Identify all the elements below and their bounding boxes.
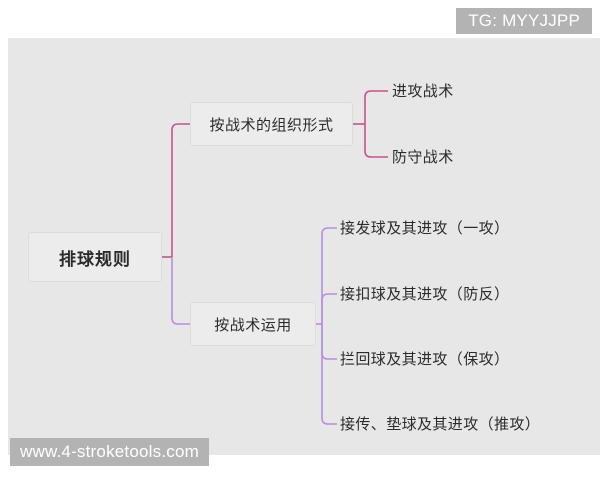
mindmap-branch-node-1[interactable]: 按战术的组织形式 [190,102,353,146]
mindmap-branch-2-label: 按战术运用 [214,316,292,334]
mindmap-leaf-node[interactable]: 防守战术 [392,145,454,167]
mindmap-leaf-label: 接扣球及其进攻（防反） [340,285,510,303]
mindmap-leaf-label: 防守战术 [392,148,454,166]
mindmap-root-label: 排球规则 [59,249,131,269]
mindmap-leaf-node[interactable]: 接扣球及其进攻（防反） [340,282,509,304]
watermark-bottom-left: www.4-stroketools.com [10,438,209,466]
mindmap-leaf-label: 进攻战术 [392,82,454,100]
mindmap-leaf-label: 接发球及其进攻（一攻） [340,219,510,237]
mindmap-root-node[interactable]: 排球规则 [28,232,162,282]
mindmap-branch-node-2[interactable]: 按战术运用 [190,302,316,346]
mindmap-leaf-node[interactable]: 拦回球及其进攻（保攻） [340,347,509,369]
watermark-top-right: TG: MYYJJPP [456,8,592,34]
mindmap-leaf-node[interactable]: 进攻战术 [392,79,454,101]
mindmap-branch-1-label: 按战术的组织形式 [209,116,334,134]
mindmap-leaf-label: 拦回球及其进攻（保攻） [340,350,510,368]
mindmap-leaf-node[interactable]: 接传、垫球及其进攻（推攻） [340,412,540,434]
mindmap-leaf-node[interactable]: 接发球及其进攻（一攻） [340,216,509,238]
mindmap-leaf-label: 接传、垫球及其进攻（推攻） [340,415,541,433]
